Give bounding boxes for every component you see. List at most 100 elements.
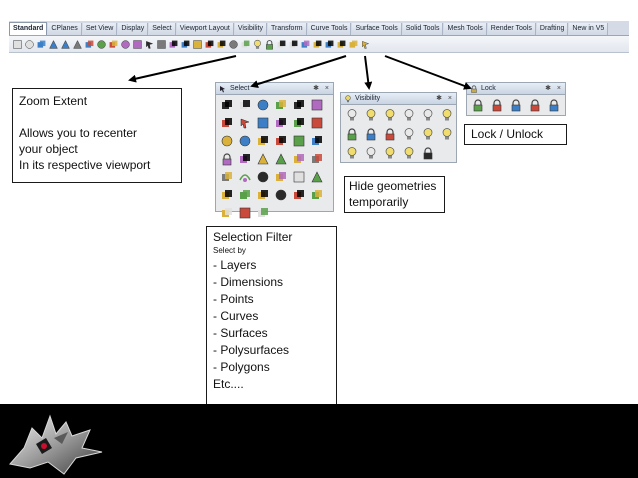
select-curve-icon[interactable] <box>219 187 235 203</box>
select-planar-icon[interactable] <box>237 169 253 185</box>
dimension-icon[interactable] <box>348 39 359 50</box>
select-point-clouds-icon[interactable] <box>309 115 325 131</box>
pan-hand-icon[interactable] <box>120 39 131 50</box>
lock-icon[interactable] <box>344 126 360 142</box>
select-filter-icon[interactable] <box>255 205 271 221</box>
select-arcs-icon[interactable] <box>309 151 325 167</box>
tab-standard[interactable]: Standard <box>9 22 48 35</box>
undo-icon[interactable] <box>108 39 119 50</box>
lock-icon[interactable] <box>264 39 275 50</box>
select-layer-icon[interactable] <box>255 169 271 185</box>
show-selected-icon[interactable] <box>382 107 398 123</box>
pencil-icon[interactable] <box>324 39 335 50</box>
hide-swap-icon[interactable] <box>401 107 417 123</box>
print-icon[interactable] <box>48 39 59 50</box>
tab-display[interactable]: Display <box>118 23 149 35</box>
select-hatch-icon[interactable] <box>237 151 253 167</box>
tab-transform[interactable]: Transform <box>267 23 307 35</box>
visibility-palette-titlebar[interactable]: Visibility ✱ × <box>341 93 456 105</box>
select-render-color-icon[interactable] <box>255 115 271 131</box>
tab-cplanes[interactable]: CPlanes <box>48 23 82 35</box>
zoom-window-icon[interactable] <box>156 39 167 50</box>
lock-icon[interactable] <box>470 97 486 113</box>
car-icon[interactable] <box>204 39 215 50</box>
options-icon[interactable] <box>336 39 347 50</box>
hide-sub-icon[interactable] <box>401 145 417 161</box>
show-all-icon[interactable] <box>344 145 360 161</box>
tab-visibility[interactable]: Visibility <box>234 23 267 35</box>
tab-render-tools[interactable]: Render Tools <box>487 23 536 35</box>
select-open-icon[interactable] <box>291 133 307 149</box>
select-meshes-icon[interactable] <box>273 133 289 149</box>
select-palette-titlebar[interactable]: Select ✱ × <box>216 83 333 95</box>
paste-icon[interactable] <box>96 39 107 50</box>
unlock-all-icon[interactable] <box>420 145 436 161</box>
import-icon[interactable] <box>60 39 71 50</box>
select-lines-icon[interactable] <box>291 151 307 167</box>
invert-selection-icon[interactable] <box>255 97 271 113</box>
select-material-icon[interactable] <box>273 187 289 203</box>
show-points-icon[interactable] <box>439 107 455 123</box>
tab-surface-tools[interactable]: Surface Tools <box>352 23 402 35</box>
select-all-icon[interactable] <box>219 97 235 113</box>
tab-new-in-v5[interactable]: New in V5 <box>569 23 609 35</box>
select-palette-buttons[interactable]: ✱ × <box>313 85 331 92</box>
hide-icon[interactable] <box>344 107 360 123</box>
select-text-icon[interactable] <box>255 151 271 167</box>
select-history-icon[interactable] <box>309 187 325 203</box>
select-name-icon[interactable] <box>291 187 307 203</box>
select-dimensions-icon[interactable] <box>255 133 271 149</box>
select-pointer-icon[interactable] <box>237 205 253 221</box>
layer-icon[interactable] <box>276 39 287 50</box>
lock-palette-titlebar[interactable]: Lock ✱ × <box>467 83 565 95</box>
select-bad-objects-icon[interactable] <box>309 169 325 185</box>
tab-mesh-tools[interactable]: Mesh Tools <box>444 23 487 35</box>
cut-icon[interactable] <box>72 39 83 50</box>
tab-set-view[interactable]: Set View <box>82 23 118 35</box>
undo-view-icon[interactable] <box>216 39 227 50</box>
hide-layer-icon[interactable] <box>363 145 379 161</box>
zoom-extents-icon[interactable] <box>168 39 179 50</box>
select-points-icon[interactable] <box>219 115 235 131</box>
select-group-icon[interactable] <box>273 169 289 185</box>
lock-swap-icon[interactable] <box>508 97 524 113</box>
select-last-icon[interactable] <box>309 97 325 113</box>
select-lights-icon[interactable] <box>219 133 235 149</box>
lock-by-layer-icon[interactable] <box>546 97 562 113</box>
lasso-icon[interactable] <box>228 39 239 50</box>
select-sphere-icon[interactable] <box>255 187 271 203</box>
select-extrusions-icon[interactable] <box>237 187 253 203</box>
tab-viewport-layout[interactable]: Viewport Layout <box>176 23 234 35</box>
zoom-icon[interactable] <box>144 39 155 50</box>
help-icon[interactable] <box>360 39 371 50</box>
unlock-icon[interactable] <box>489 97 505 113</box>
hide-in-detail-icon[interactable] <box>401 126 417 142</box>
copy-icon[interactable] <box>84 39 95 50</box>
isolate-icon[interactable] <box>439 126 455 142</box>
unlock-selected-icon[interactable] <box>527 97 543 113</box>
tab-drafting[interactable]: Drafting <box>536 23 569 35</box>
select-objects-icon[interactable] <box>273 97 289 113</box>
rotate-view-icon[interactable] <box>132 39 143 50</box>
unlock-selected-icon[interactable] <box>382 126 398 142</box>
select-annotations-icon[interactable] <box>273 151 289 167</box>
tab-select[interactable]: Select <box>149 23 176 35</box>
hide-points-icon[interactable] <box>420 107 436 123</box>
select-pencil-icon[interactable] <box>219 205 235 221</box>
new-file-icon[interactable] <box>12 39 23 50</box>
visibility-palette-buttons[interactable]: ✱ × <box>436 95 454 102</box>
save-icon[interactable] <box>36 39 47 50</box>
select-surfaces-icon[interactable] <box>273 115 289 131</box>
select-previous-icon[interactable] <box>291 97 307 113</box>
select-blocks-icon[interactable] <box>219 151 235 167</box>
lock-swap-icon[interactable] <box>363 126 379 142</box>
select-polylines-icon[interactable] <box>219 169 235 185</box>
lock-palette-buttons[interactable]: ✱ × <box>545 85 563 92</box>
tab-solid-tools[interactable]: Solid Tools <box>402 23 444 35</box>
select-none-icon[interactable] <box>237 97 253 113</box>
select-color-icon[interactable] <box>237 115 253 131</box>
unhide-icon[interactable] <box>382 145 398 161</box>
render-icon[interactable] <box>312 39 323 50</box>
select-closed-icon[interactable] <box>309 133 325 149</box>
open-folder-icon[interactable] <box>24 39 35 50</box>
